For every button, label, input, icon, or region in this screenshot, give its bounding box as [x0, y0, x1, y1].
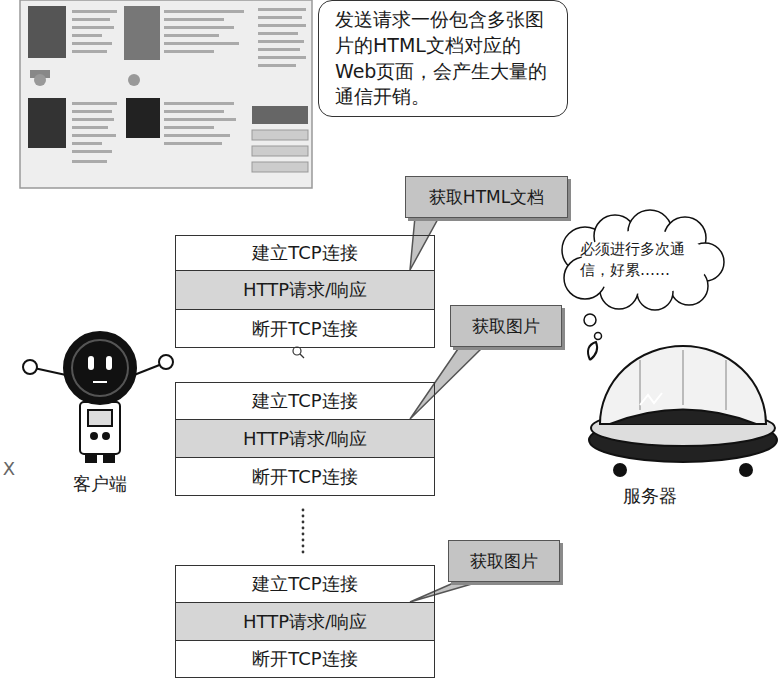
node-text: 断开TCP连接: [252, 648, 357, 670]
node-text: 获取HTML文档: [429, 187, 544, 207]
callout-tail: [410, 581, 482, 602]
node-text: HTTP请求/响应: [243, 611, 367, 633]
process-box: 建立TCP连接: [175, 565, 435, 603]
node-text: 断开TCP连接: [252, 466, 357, 488]
process-box: 建立TCP连接: [175, 382, 435, 420]
ellipsis-dots: [302, 509, 305, 554]
node-text: 获取图片: [472, 316, 540, 336]
edge-mark: X: [1, 458, 17, 479]
node-text: 必须进行多次通信，好累……: [580, 239, 702, 281]
callout-box: 获取HTML文档: [405, 176, 568, 218]
callout-box: 获取图片: [450, 305, 562, 347]
node-text: 建立TCP连接: [252, 242, 357, 264]
note-box: 发送请求一份包含多张图片的HTML文档对应的Web页面，会产生大量的通信开销。: [318, 0, 568, 117]
server-label: 服务器: [605, 484, 695, 508]
process-box: HTTP请求/响应: [175, 270, 435, 310]
callout-box: 获取图片: [448, 540, 560, 582]
node-text: 断开TCP连接: [252, 318, 357, 340]
node-text: HTTP请求/响应: [243, 428, 367, 450]
node-text: 建立TCP连接: [252, 573, 357, 595]
node-text: HTTP请求/响应: [243, 279, 367, 301]
process-box: 断开TCP连接: [175, 640, 435, 678]
client-label: 客户端: [55, 472, 145, 496]
cloud-outline: [555, 210, 727, 310]
node-text: 获取图片: [470, 551, 538, 571]
process-box: HTTP请求/响应: [175, 602, 435, 641]
process-box: HTTP请求/响应: [175, 419, 435, 458]
server-robot: [588, 342, 777, 476]
magnifier-icon: [293, 347, 304, 358]
process-box: 断开TCP连接: [175, 457, 435, 496]
client-robot: [23, 332, 173, 462]
thought-bubble: 必须进行多次通信，好累……: [555, 210, 727, 310]
process-box: 建立TCP连接: [175, 235, 435, 271]
thought-trail: [584, 314, 602, 340]
web-page-screenshot: [20, 0, 312, 188]
process-box: 断开TCP连接: [175, 309, 435, 348]
node-text: 发送请求一份包含多张图片的HTML文档对应的Web页面，会产生大量的通信开销。: [335, 7, 551, 110]
node-text: 建立TCP连接: [252, 390, 357, 412]
